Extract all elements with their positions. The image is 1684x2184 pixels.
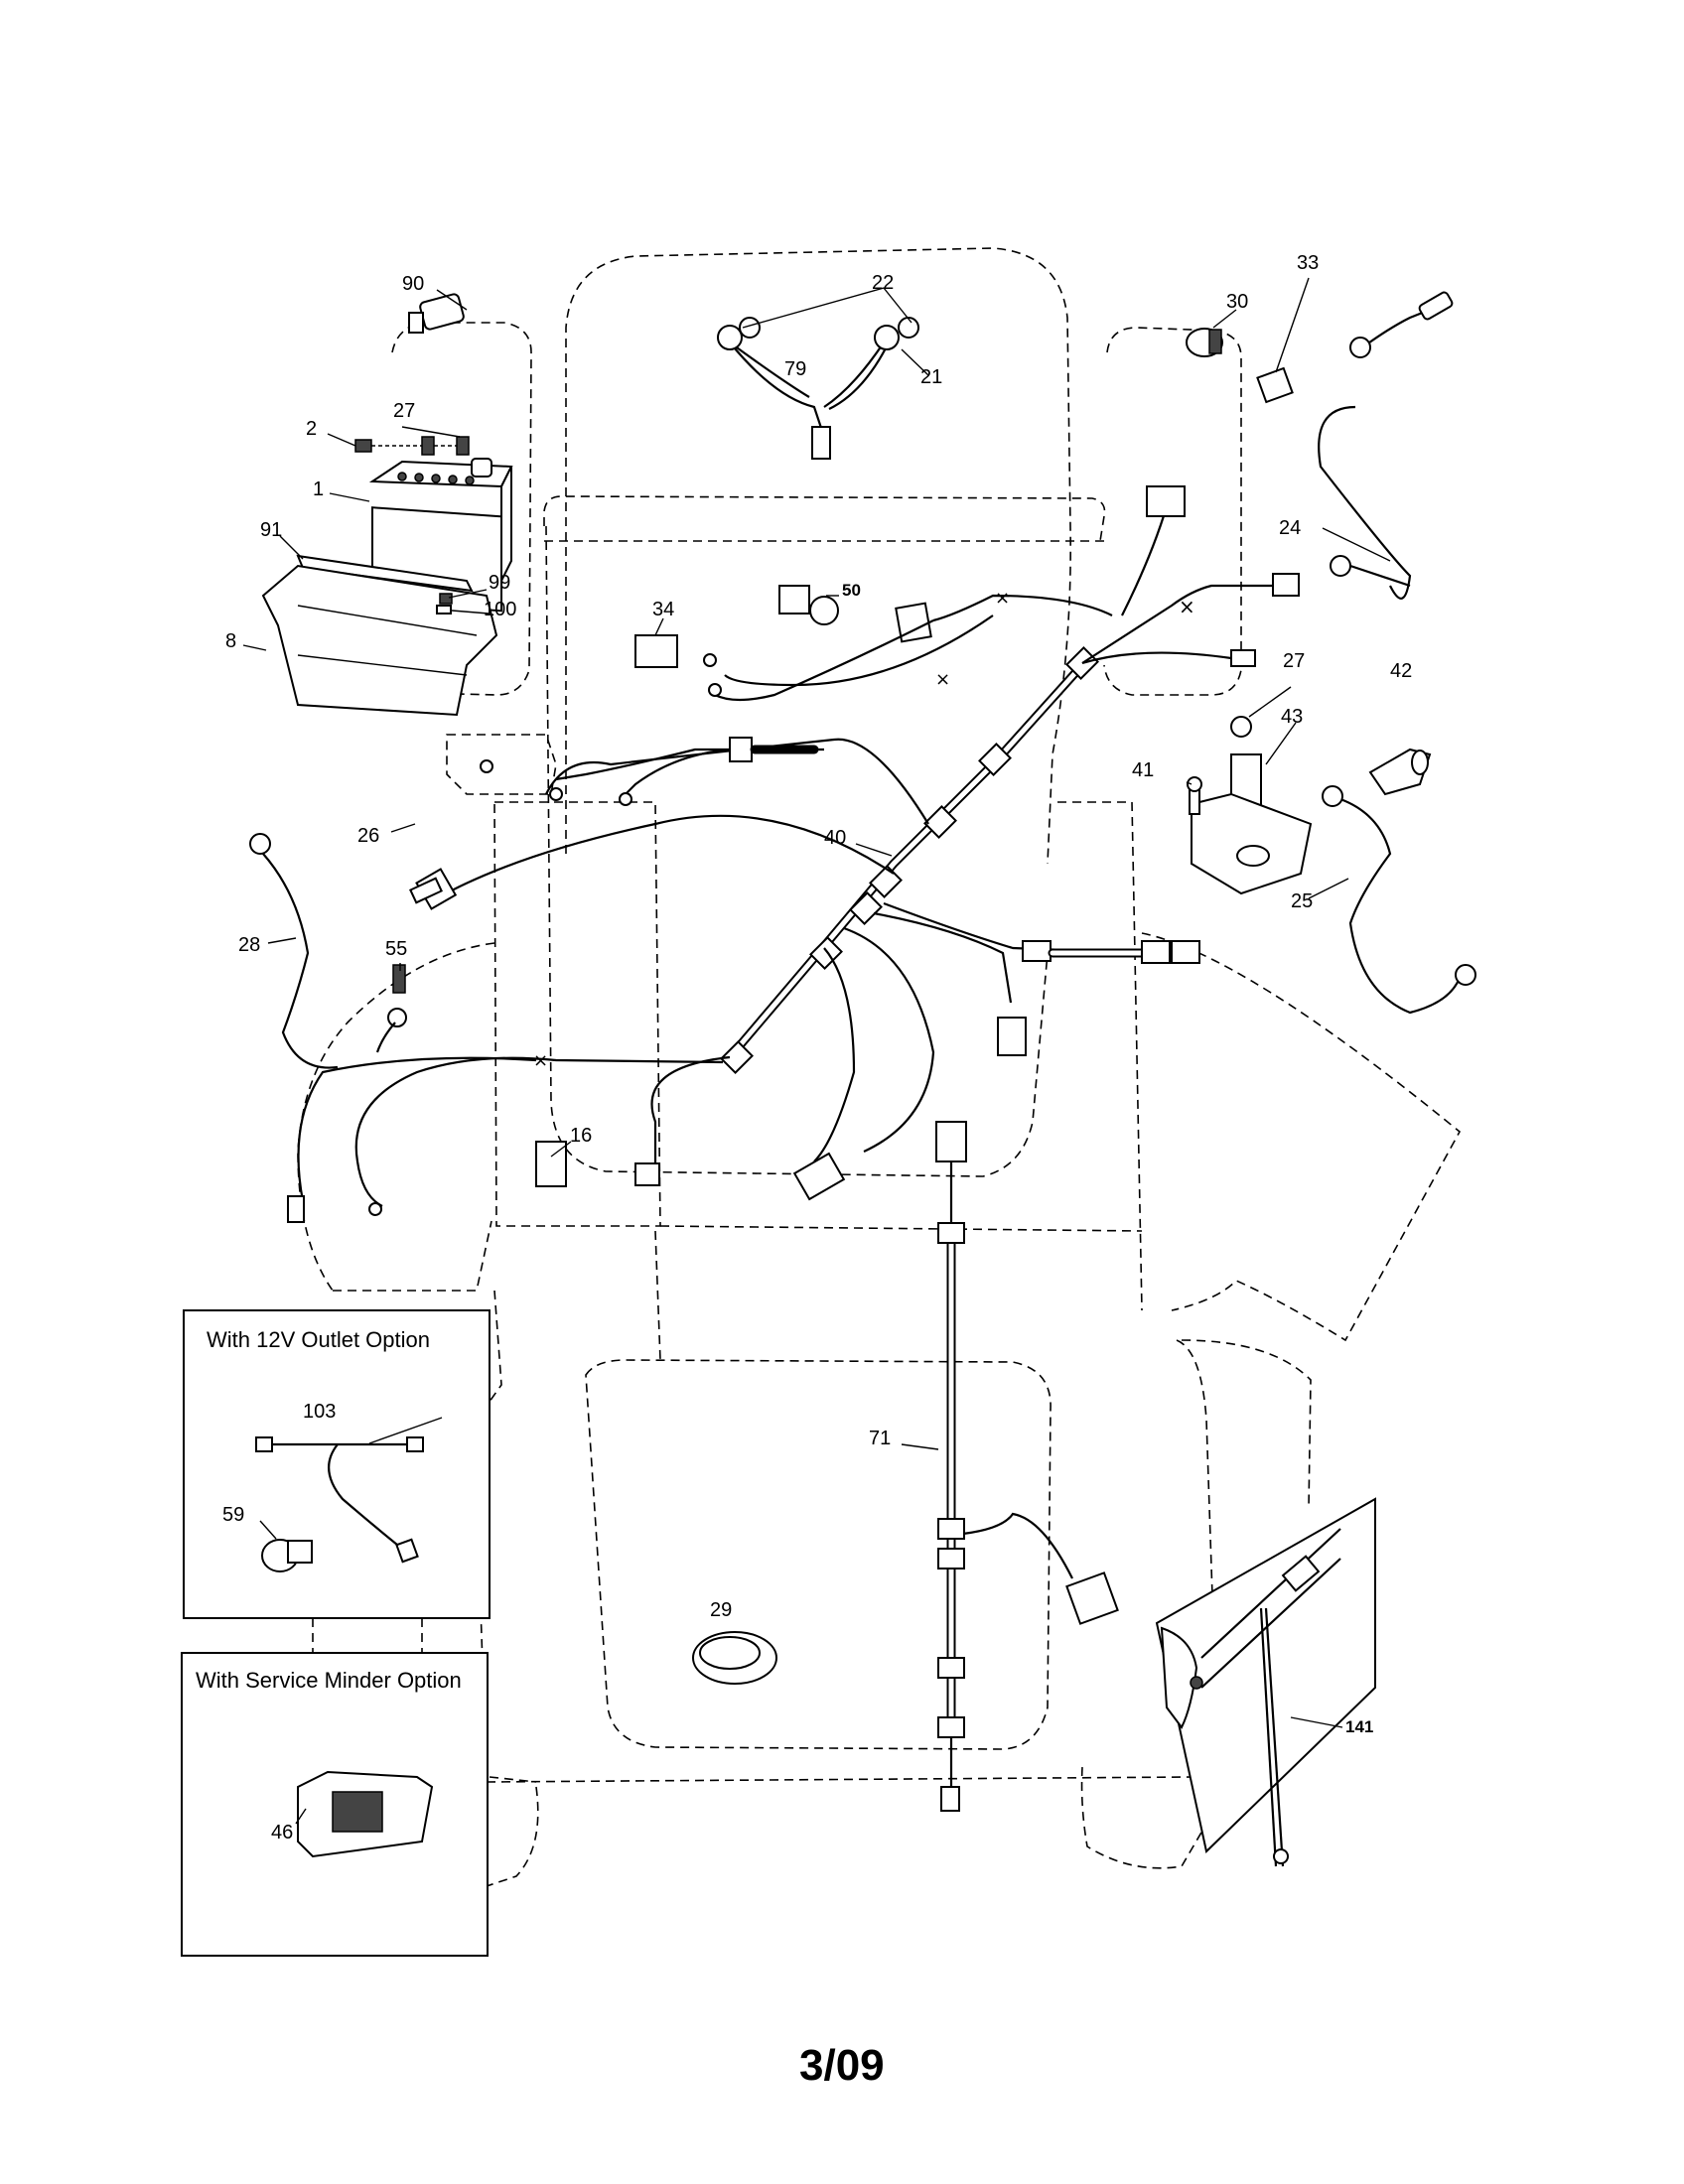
- callout-28: 28: [238, 934, 260, 956]
- callout-34: 34: [652, 599, 674, 620]
- battery-assembly: [261, 293, 513, 717]
- callout-42: 42: [1390, 660, 1412, 682]
- callout-90: 90: [402, 273, 424, 295]
- part-29: [692, 1631, 777, 1685]
- footer-date-code: 3/09: [799, 2041, 885, 2090]
- callout-1: 1: [313, 478, 324, 500]
- callout-40: 40: [824, 827, 846, 849]
- callout-43: 43: [1281, 706, 1303, 728]
- part-34-switch: [634, 634, 678, 668]
- callout-25: 25: [1291, 890, 1313, 912]
- callout-21: 21: [920, 366, 942, 388]
- callout-27-battery: 27: [393, 400, 415, 422]
- option-box-12v-outlet: With 12V Outlet Option: [183, 1309, 491, 1619]
- headlight-assembly: [717, 317, 919, 460]
- callout-79: 79: [784, 358, 806, 380]
- starter-solenoid: [1187, 716, 1476, 1015]
- callout-29: 29: [710, 1599, 732, 1621]
- battery-cable-24: [1318, 291, 1454, 600]
- part-50-switch: [778, 585, 810, 614]
- callout-46: 46: [271, 1822, 293, 1843]
- svg-text:×: ×: [1179, 595, 1195, 618]
- callout-30: 30: [1226, 291, 1248, 313]
- ground-cable-28: [249, 833, 407, 1069]
- callout-2: 2: [306, 418, 317, 440]
- main-wire-harness: × × × ×: [287, 485, 1300, 1223]
- service-option-title: With Service Minder Option: [196, 1668, 462, 1693]
- callout-24: 24: [1279, 517, 1301, 539]
- callout-50: 50: [842, 581, 861, 600]
- callout-100: 100: [484, 599, 516, 620]
- callout-16: 16: [570, 1125, 592, 1147]
- callout-22: 22: [872, 272, 894, 294]
- callout-99: 99: [489, 572, 510, 594]
- callout-41: 41: [1132, 759, 1154, 781]
- callout-103: 103: [303, 1401, 336, 1423]
- part-26-fuse: [409, 877, 443, 904]
- option-box-service-minder: With Service Minder Option: [181, 1652, 489, 1957]
- ignition-switch: [1186, 328, 1294, 404]
- svg-text:×: ×: [995, 588, 1010, 609]
- svg-text:×: ×: [533, 1050, 548, 1071]
- seat-switch-assembly: [1155, 1497, 1376, 1867]
- callout-26: 26: [357, 825, 379, 847]
- leader-lines: [242, 277, 1391, 1825]
- callout-91: 91: [260, 519, 282, 541]
- callout-8: 8: [225, 630, 236, 652]
- outlet-option-title: With 12V Outlet Option: [207, 1327, 430, 1352]
- callout-59: 59: [222, 1504, 244, 1526]
- callout-33: 33: [1297, 252, 1319, 274]
- callout-55: 55: [385, 938, 407, 960]
- callout-141: 141: [1345, 1717, 1373, 1736]
- callout-labels: 90 27 2 1 91 99 100 8 22 79 21 30 33 24 …: [222, 252, 1412, 1843]
- lower-harness-71: [935, 1121, 1119, 1812]
- callout-27-solenoid: 27: [1283, 650, 1305, 672]
- svg-text:×: ×: [935, 669, 950, 690]
- callout-71: 71: [869, 1428, 891, 1449]
